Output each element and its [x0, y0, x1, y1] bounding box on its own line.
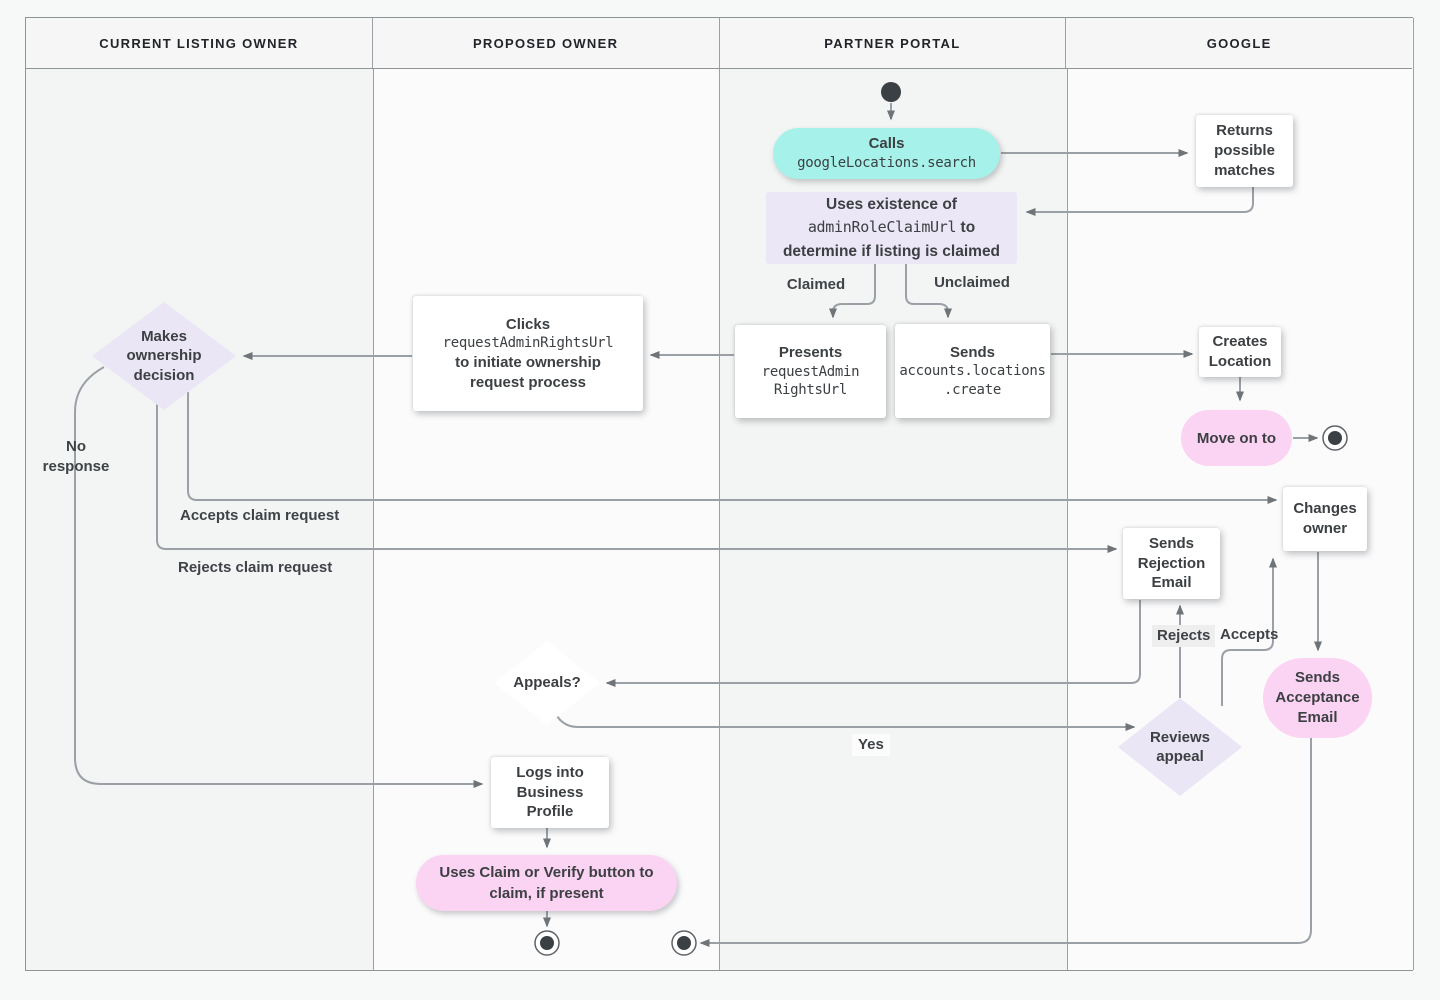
node-text: Sends Acceptance Email — [1275, 668, 1360, 727]
terminal-markers — [534, 82, 1348, 956]
node-presents-request-admin-rights-url: Presents requestAdmin RightsUrl — [735, 325, 886, 418]
node-title: Sends — [949, 343, 995, 361]
node-text: Sends Rejection Email — [1137, 534, 1206, 592]
node-sends-acceptance-email: Sends Acceptance Email — [1263, 658, 1372, 738]
edge-label-claimed: Claimed — [786, 276, 846, 293]
lane-current-listing-owner — [26, 18, 374, 970]
code-admin-role-claim-url: adminRoleClaimUrl — [807, 218, 957, 237]
code-google-locations-search: googleLocations.search — [797, 155, 976, 172]
lane-header-partner-portal: PARTNER PORTAL — [719, 18, 1067, 68]
node-creates-location: Creates Location — [1199, 327, 1281, 377]
node-text: Creates Location — [1208, 333, 1272, 370]
edge-label-accepts: Accepts — [1220, 626, 1279, 643]
node-text: Changes owner — [1293, 500, 1357, 537]
edge-label-unclaimed: Unclaimed — [934, 274, 1010, 291]
node-logs-into-business-profile: Logs into Business Profile — [491, 757, 609, 828]
node-text: Uses Claim or Verify button to claim, if… — [439, 864, 654, 902]
end-circle-partner-portal — [671, 930, 697, 956]
code-line: requestAdmin — [761, 363, 860, 380]
edge-label-rejects-claim-request: Rejects claim request — [178, 559, 333, 576]
node-text: Returns possible matches — [1214, 122, 1275, 179]
lane-header-google: GOOGLE — [1066, 18, 1412, 68]
node-text: Appeals? — [513, 674, 581, 692]
code-line: RightsUrl — [773, 382, 848, 399]
node-uses-existence-admin-role-claim-url: Uses existence of adminRoleClaimUrl to d… — [766, 192, 1017, 264]
code-line: .create — [944, 381, 1001, 398]
lane-header-row: CURRENT LISTING OWNER PROPOSED OWNER PAR… — [26, 18, 1412, 69]
code-request-admin-rights-url: requestAdminRightsUrl — [442, 335, 614, 352]
node-text-part1: Uses existence of — [826, 196, 957, 214]
node-text-part2: to initiate ownership request process — [455, 353, 601, 391]
start-circle — [881, 82, 901, 102]
node-title: Presents — [778, 344, 843, 362]
node-text: Makes ownership decision — [126, 327, 202, 384]
swimlane-table: CURRENT LISTING OWNER PROPOSED OWNER PAR… — [25, 17, 1414, 971]
end-circle-proposed-owner — [534, 930, 560, 956]
node-title: Calls — [868, 135, 905, 153]
node-calls-google-locations-search: Calls googleLocations.search — [773, 128, 1000, 179]
node-clicks-request-admin-rights-url: Clicks requestAdminRightsUrl to initiate… — [413, 296, 643, 411]
node-text-part1: Clicks — [505, 315, 551, 333]
node-returns-possible-matches: Returns possible matches — [1196, 115, 1293, 187]
node-text-part2: to determine if listing is claimed — [782, 219, 1001, 260]
lane-header-proposed-owner: PROPOSED OWNER — [372, 18, 720, 68]
node-text: Logs into Business Profile — [516, 763, 584, 821]
edge-label-no-response: No response — [42, 438, 110, 476]
node-text: Move on to — [1196, 429, 1277, 447]
code-line: accounts.locations — [899, 363, 1046, 380]
node-sends-rejection-email: Sends Rejection Email — [1123, 528, 1220, 599]
node-move-on-to: Move on to — [1181, 410, 1292, 466]
end-circle-google — [1322, 425, 1348, 451]
node-text: Reviews appeal — [1149, 728, 1211, 766]
node-sends-accounts-locations-create: Sends accounts.locations .create — [895, 324, 1050, 418]
node-changes-owner: Changes owner — [1283, 487, 1367, 551]
edge-label-rejects: Rejects — [1152, 625, 1216, 648]
edge-label-accepts-claim-request: Accepts claim request — [180, 507, 340, 524]
edge-label-yes: Yes — [852, 734, 890, 757]
lane-header-current-listing-owner: CURRENT LISTING OWNER — [26, 18, 373, 68]
edges-group — [74, 103, 1322, 947]
node-uses-claim-or-verify-button: Uses Claim or Verify button to claim, if… — [416, 855, 677, 911]
